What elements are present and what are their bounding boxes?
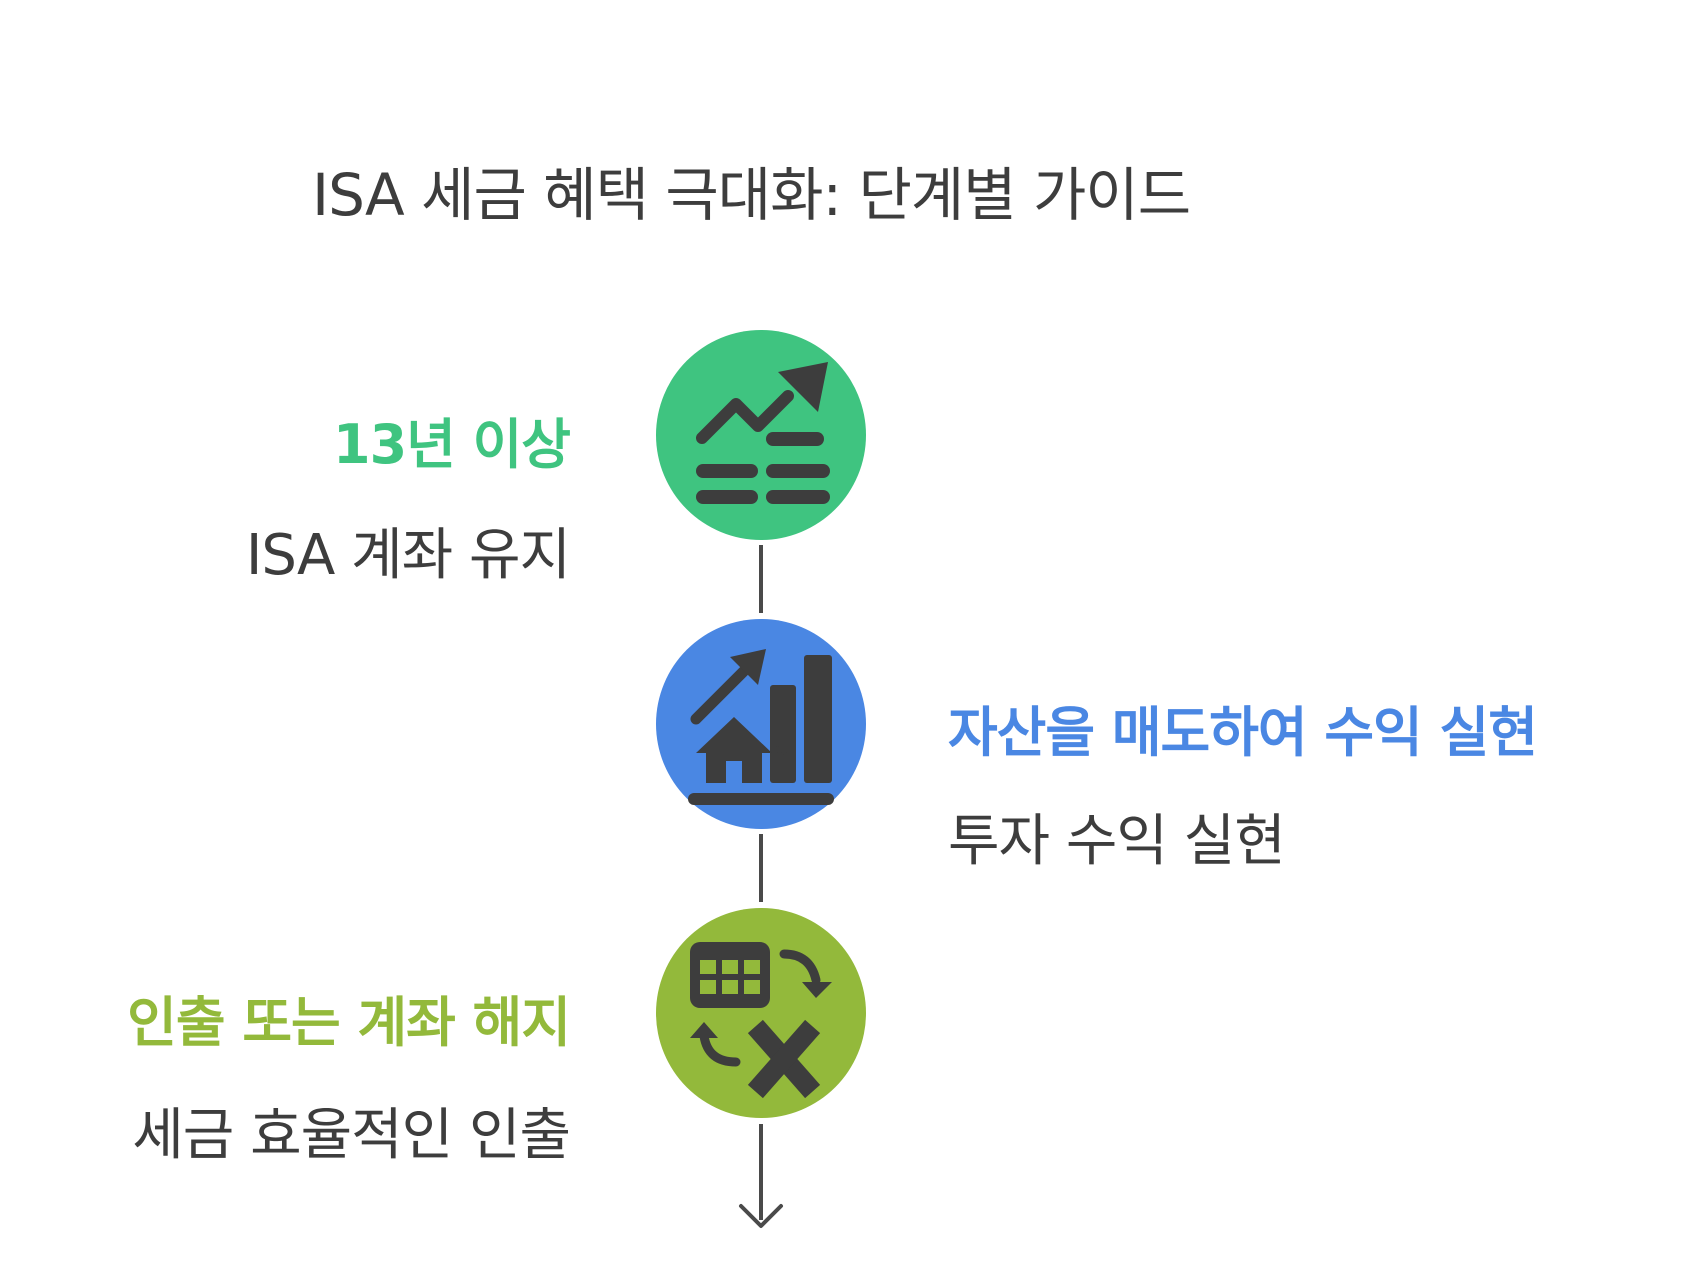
step-3-circle: [656, 908, 866, 1118]
page-title: ISA 세금 혜택 극대화: 단계별 가이드: [312, 161, 1191, 229]
step-3-description: 세금 효율적인 인출: [132, 1103, 571, 1168]
growth-coins-icon: [696, 362, 830, 504]
step-1-description: ISA 계좌 유지: [245, 523, 571, 588]
step-1-circle: [656, 330, 866, 540]
step-2-heading: 자산을 매도하여 수익 실현: [948, 701, 1538, 764]
step-1-heading: 13년 이상: [333, 413, 571, 476]
step-2-circle: [656, 619, 866, 829]
connector-line-3: [759, 1124, 763, 1220]
step-3-heading: 인출 또는 계좌 해지: [127, 991, 571, 1054]
down-arrow-icon: [739, 1204, 783, 1228]
table-cancel-icon: [690, 942, 832, 1099]
connector-line-1: [759, 545, 763, 613]
property-growth-chart-icon: [688, 649, 834, 805]
step-2-description: 투자 수익 실현: [948, 809, 1286, 874]
connector-line-2: [759, 834, 763, 902]
